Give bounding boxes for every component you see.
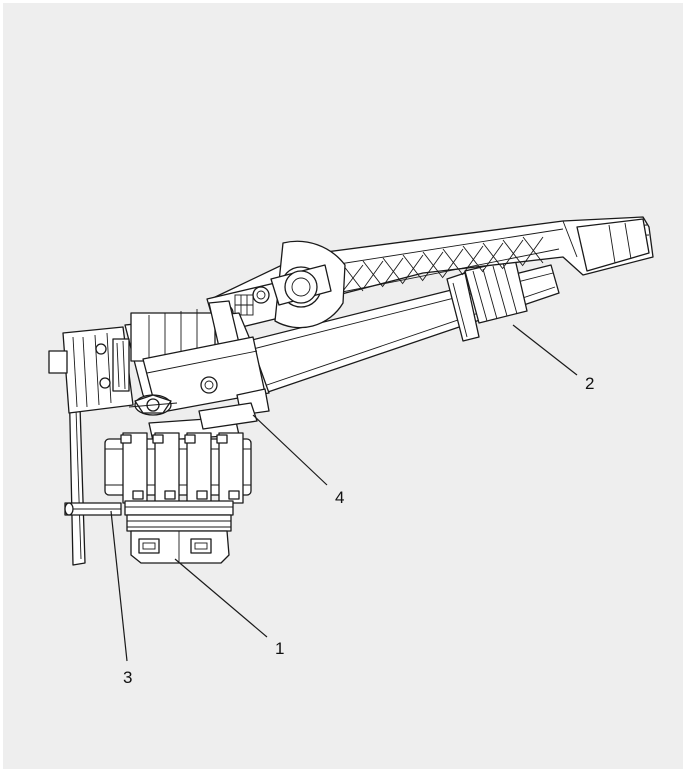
drawing-canvas: 1 2 3 4 — [3, 3, 683, 769]
leader-lines — [110, 324, 578, 662]
callout-3: 3 — [123, 668, 132, 687]
callout-2: 2 — [585, 374, 594, 393]
drive-head — [48, 326, 134, 414]
leader-1 — [174, 558, 268, 638]
wing-nut — [128, 394, 178, 416]
pivot-disc — [270, 240, 346, 329]
callout-4: 4 — [335, 488, 344, 507]
support-bracket — [64, 374, 122, 566]
leader-3 — [110, 510, 128, 662]
swivel-housing — [104, 402, 258, 504]
leader-2 — [512, 324, 578, 376]
sprinkler-drawing: 1 2 3 4 — [48, 216, 654, 687]
callout-1: 1 — [275, 639, 284, 658]
nozzle-sleeve — [446, 258, 528, 342]
base-connector — [124, 500, 234, 564]
main-body — [124, 300, 270, 416]
leader-4 — [252, 414, 328, 486]
